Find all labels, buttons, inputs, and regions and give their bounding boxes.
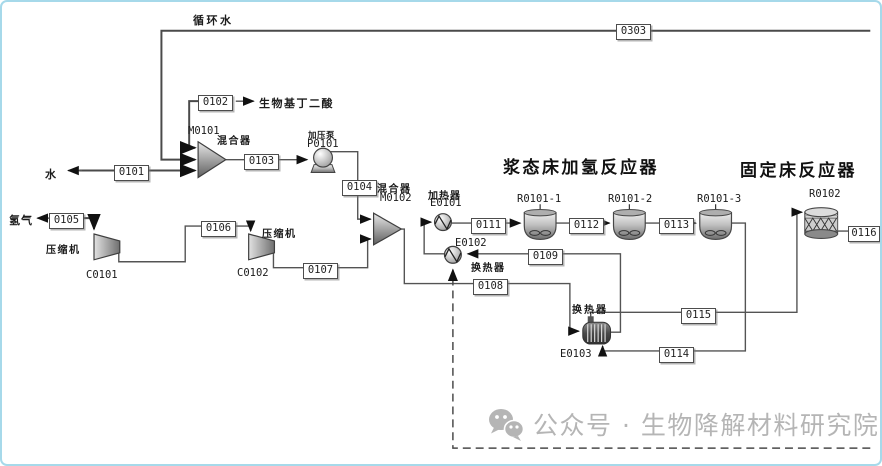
reactor-R0101-2-symbol — [612, 204, 646, 241]
equipment-tag-E0101: E0101 — [430, 197, 462, 209]
equipment-type-M0101: 混合器 — [217, 136, 252, 147]
stream-label-0101: 0101 — [114, 165, 149, 181]
succinic-acid-label: 生物基丁二酸 — [259, 97, 334, 110]
reactor-R0101-1-symbol — [523, 204, 557, 241]
mixer-M0101-symbol — [197, 140, 227, 179]
line-0115 — [590, 207, 804, 321]
recycle-water-line — [160, 29, 871, 167]
heater-E0101-symbol — [433, 213, 453, 232]
equipment-tag-M0101: M0101 — [188, 125, 220, 137]
stream-label-0111: 0111 — [471, 218, 506, 234]
equipment-type-E0103: 换热器 — [572, 305, 608, 316]
exchanger-E0102-symbol — [443, 245, 462, 264]
equipment-type-E0101: 加热器 — [428, 191, 461, 202]
fixed-bed-reactor-R0102-symbol — [804, 207, 839, 239]
line-e0102-to-e0101 — [420, 217, 445, 255]
equipment-type-E0102: 换热器 — [471, 263, 506, 274]
compressor-C0102-symbol — [248, 233, 276, 261]
pump-P0101-symbol — [310, 147, 336, 174]
exchanger-E0103-symbol — [582, 316, 612, 345]
hydrogen-feed-label: 氢气 — [9, 214, 33, 227]
line-0106 — [118, 220, 256, 263]
stream-label-0103: 0103 — [244, 154, 279, 170]
equipment-tag-M0102: M0102 — [380, 192, 412, 204]
equipment-tag-C0101: C0101 — [86, 269, 118, 281]
stream-label-0114: 0114 — [659, 347, 694, 363]
watermark-text: 公众号 · 生物降解材料研究院 — [533, 411, 880, 440]
water-feed-label: 水 — [45, 168, 58, 181]
stream-label-0102: 0102 — [198, 95, 233, 111]
recycle-water-label: 循环水 — [193, 14, 234, 27]
equipment-tag-R0101-2: R0101-2 — [608, 193, 653, 205]
stream-label-0109: 0109 — [528, 249, 563, 265]
line-0114 — [597, 222, 747, 357]
equipment-type-C0101: 压缩机 — [46, 245, 81, 256]
stream-label-0303: 0303 — [616, 24, 651, 40]
equipment-tag-R0101-3: R0101-3 — [697, 193, 742, 205]
wechat-icon — [489, 409, 524, 441]
equipment-type-P0101: 加压泵 — [308, 131, 336, 141]
stream-label-0104: 0104 — [342, 180, 377, 196]
stream-label-0116: 0116 — [848, 226, 880, 242]
stream-label-0113: 0113 — [659, 218, 694, 234]
slurry-bed-section-title: 浆态床加氢反应器 — [503, 158, 659, 178]
stream-label-0112: 0112 — [569, 218, 604, 234]
equipment-tag-P0101: P0101 — [307, 138, 339, 150]
stream-label-0106: 0106 — [201, 221, 236, 237]
equipment-tag-E0102: E0102 — [455, 237, 487, 249]
fixed-bed-section-title: 固定床反应器 — [740, 161, 857, 181]
line-0107 — [272, 234, 372, 269]
watermark: 公众号 · 生物降解材料研究院 — [488, 406, 879, 442]
succinic-acid-line — [179, 100, 201, 155]
equipment-type-M0102: 混合器 — [377, 184, 412, 195]
compressor-C0101-symbol — [93, 233, 121, 261]
equipment-tag-R0101-1: R0101-1 — [517, 193, 562, 205]
stream-label-0115: 0115 — [681, 308, 716, 324]
equipment-tag-C0102: C0102 — [237, 267, 269, 279]
stream-label-0108: 0108 — [473, 279, 508, 295]
equipment-type-C0102: 压缩机 — [262, 229, 297, 240]
main-process-lines — [118, 151, 875, 357]
stream-label-0105: 0105 — [49, 213, 84, 229]
equipment-tag-E0103: E0103 — [560, 348, 592, 360]
reactor-R0101-3-symbol — [699, 204, 733, 241]
mixer-M0102-symbol — [372, 212, 403, 246]
stream-label-0107: 0107 — [303, 263, 338, 279]
dashed-utility-line — [447, 268, 871, 449]
equipment-tag-R0102: R0102 — [809, 188, 841, 200]
